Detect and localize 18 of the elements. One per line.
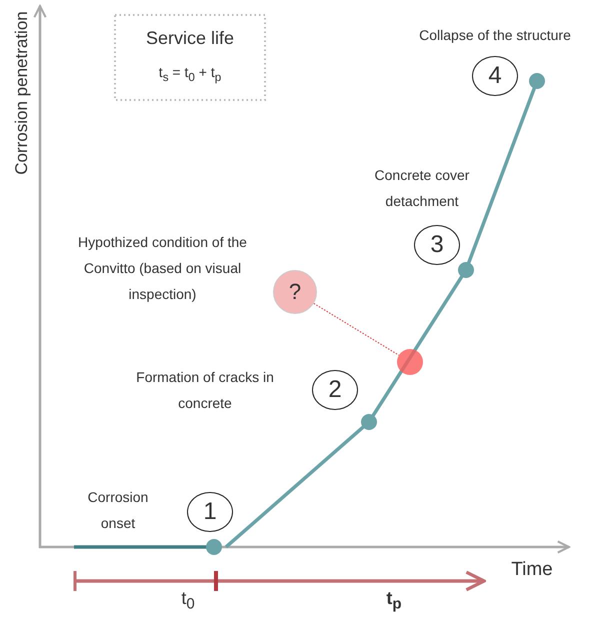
annotation-text: Concrete cover detachment: [374, 166, 470, 211]
annotation-text: Hypothized condition of the Convitto (based on visual inspection): [77, 233, 248, 304]
step-number: 1: [187, 492, 233, 532]
annotation-text: Collapse of the structure: [418, 26, 572, 45]
step-number: 3: [414, 225, 460, 265]
axis-title: Corrosion penetration: [11, 10, 32, 177]
leader-line: [313, 302, 400, 356]
annotation-text: Corrosion onset: [86, 488, 150, 533]
question-circle: ?: [273, 270, 317, 314]
marker-dot: [397, 349, 423, 375]
step-number: 4: [472, 56, 518, 96]
panel-title: Service life: [144, 27, 236, 50]
step-number: 2: [312, 370, 358, 410]
formula-text: t$_{s}$ = t$_{0}$ + t$_{p}$: [158, 63, 222, 86]
axis-title: Time: [510, 558, 554, 582]
duration-label: t$_{0}$: [180, 587, 196, 615]
duration-label: t$_{p}$: [385, 587, 403, 615]
annotation-text: Formation of cracks in concrete: [135, 368, 275, 413]
